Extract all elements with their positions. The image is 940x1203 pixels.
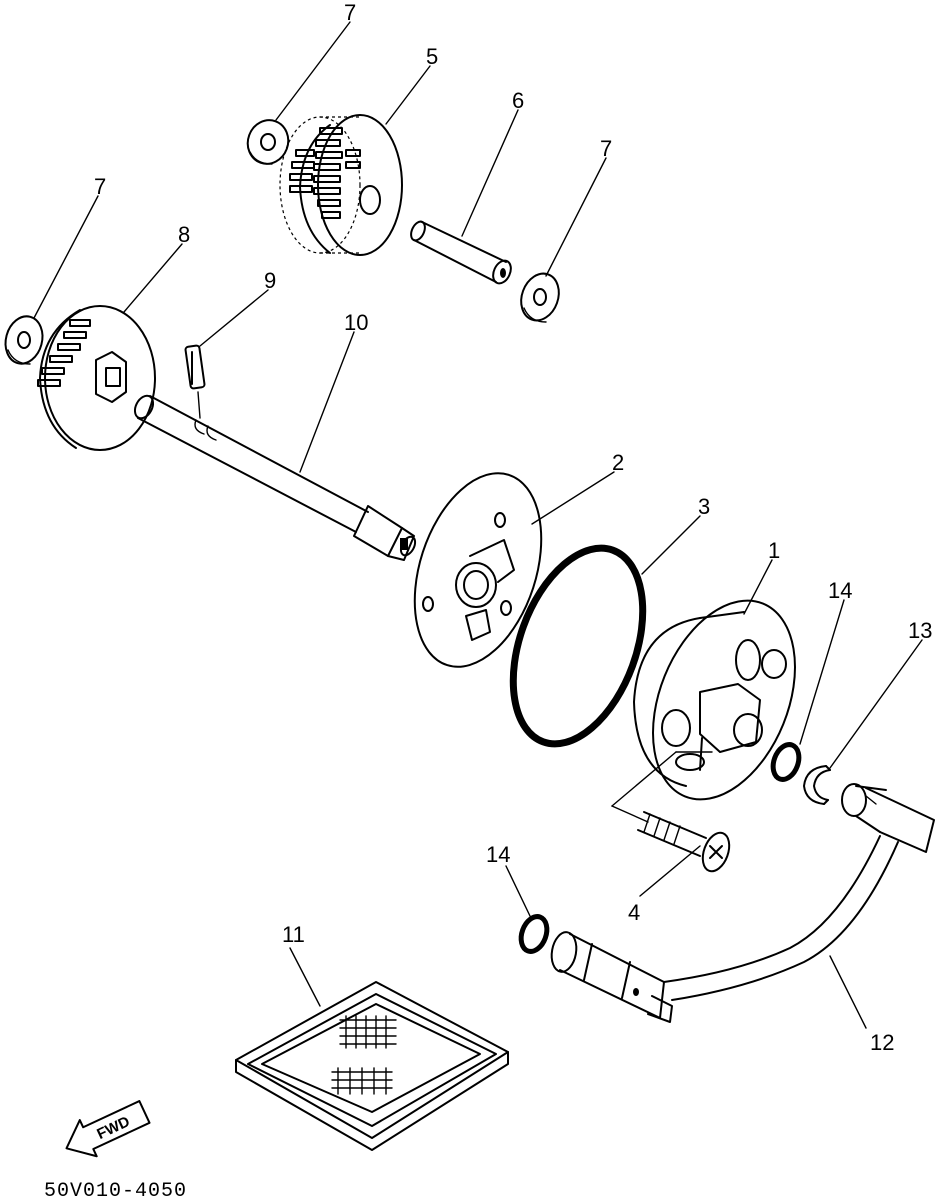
washer-7-top [246, 119, 290, 165]
gear-5 [279, 114, 403, 256]
callout-9: 9 [264, 268, 276, 293]
gear-8-teeth [37, 319, 91, 387]
gear-8 [37, 305, 156, 451]
callout-labels: 7 5 6 7 7 8 9 10 2 3 1 14 13 4 14 11 12 [94, 0, 932, 1055]
callout-7-right: 7 [600, 136, 612, 161]
gear-5-teeth [289, 127, 361, 219]
shaft-6 [410, 220, 512, 285]
callout-8: 8 [178, 222, 190, 247]
key-9 [184, 344, 206, 419]
pipe-12 [550, 783, 935, 1023]
o-ring-14-lower [518, 914, 550, 954]
callout-13: 13 [908, 618, 932, 643]
callout-11: 11 [282, 922, 305, 947]
callout-14-lower: 14 [486, 842, 510, 867]
fwd-arrow: FWD [65, 1100, 151, 1158]
washer-7-left [4, 315, 44, 365]
drawing-code: 50V010-4050 [44, 1180, 187, 1203]
o-ring-3 [509, 544, 647, 748]
callout-6: 6 [512, 88, 524, 113]
plate-2 [413, 472, 543, 668]
callout-2: 2 [612, 450, 624, 475]
shaft-10 [133, 394, 417, 561]
pump-housing-1 [633, 599, 796, 801]
washer-7-right [520, 272, 560, 323]
callout-7-left: 7 [94, 174, 106, 199]
callout-1: 1 [768, 538, 780, 563]
callout-12: 12 [870, 1030, 894, 1055]
callout-10: 10 [344, 310, 368, 335]
o-ring-14-upper [770, 742, 802, 782]
callout-4: 4 [628, 900, 640, 925]
callout-7-top: 7 [344, 0, 356, 25]
callout-3: 3 [698, 494, 710, 519]
strainer-11 [235, 981, 509, 1151]
leader-lines [33, 21, 923, 1029]
screw-4 [611, 751, 731, 873]
callout-14-upper: 14 [828, 578, 852, 603]
callout-5: 5 [426, 44, 438, 69]
strainer-mesh [331, 1015, 397, 1095]
circlip-13 [803, 765, 831, 805]
